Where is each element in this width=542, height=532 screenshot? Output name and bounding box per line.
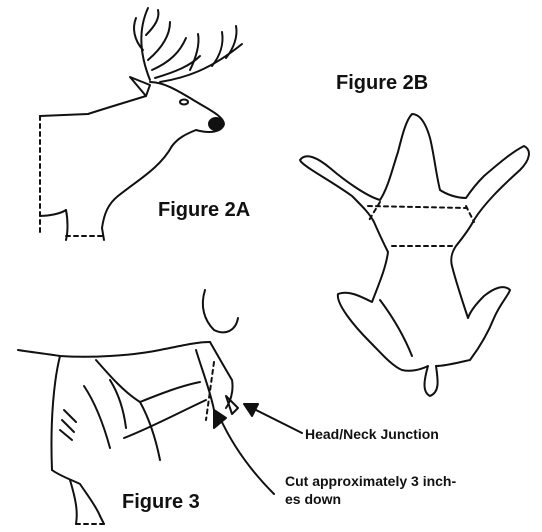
head-neck-junction-label: Head/Neck Junction	[305, 426, 439, 443]
figure-2b-label: Figure 2B	[336, 72, 428, 95]
deer-neck-cape-drawing	[18, 290, 238, 524]
figure-2a-label: Figure 2A	[158, 199, 250, 222]
cut-instruction-line2: es down	[285, 491, 341, 508]
cut-instruction-line1: Cut approximately 3 inch-	[285, 473, 456, 490]
figure-3-label: Figure 3	[122, 491, 200, 514]
deer-hide-outline-drawing	[300, 114, 529, 396]
